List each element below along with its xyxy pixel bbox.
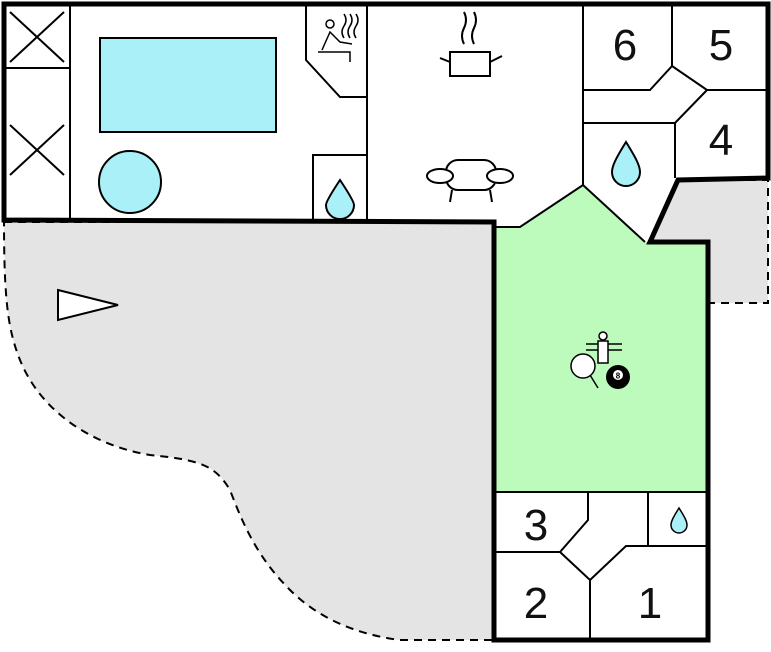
shower-icon: [670, 506, 688, 534]
pool-icon: [99, 37, 277, 133]
room-label-4: 4: [709, 116, 733, 165]
room-label-1: 1: [638, 579, 662, 628]
room-label-2: 2: [524, 579, 548, 628]
foosball-icon: [586, 331, 622, 364]
interior-walls: [4, 4, 768, 640]
table-tennis-icon: [570, 353, 599, 389]
sauna-icon: [318, 13, 359, 62]
room-label-5: 5: [709, 21, 733, 70]
hot-tub-icon: [98, 150, 162, 214]
room-label-3: 3: [524, 501, 548, 550]
kitchen-pot-icon: [439, 11, 503, 77]
billiard-ball-spot: [613, 370, 623, 380]
sofa-icon: [426, 159, 514, 203]
shower-icon: [610, 140, 642, 187]
billiard-number: 8: [616, 372, 621, 381]
shower-icon: [324, 178, 356, 220]
compass-arrow-icon: [57, 288, 119, 322]
room-label-6: 6: [613, 21, 637, 70]
garden-area: [2, 221, 495, 641]
